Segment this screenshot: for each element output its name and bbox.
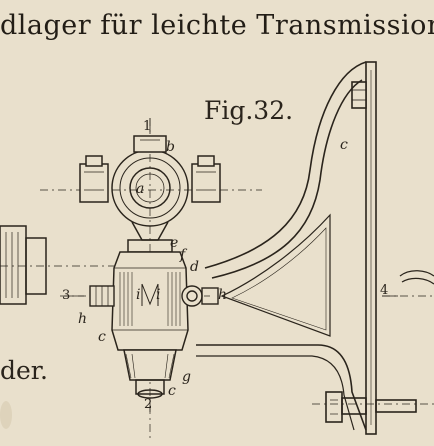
part-letter-d: d [190,259,199,275]
part-letter-i-left: i [136,287,141,303]
column-hatching [119,272,181,379]
section-mark-4: 4 [380,283,389,298]
left-coupling [0,225,47,305]
part-letter-a: a [136,181,145,197]
foot-step [135,379,165,395]
part-letter-c-bottom: c [168,383,176,399]
part-letter-h-left: h [78,311,88,327]
wall-plate [365,61,377,435]
wall-bracket [196,61,417,435]
inner-key [141,283,159,306]
right-lug [191,163,221,203]
section-mark-3: 3 [62,288,71,303]
bearing-column [111,239,189,399]
figure-label: Fig.32. [204,96,294,125]
part-letter-e: e [170,235,179,251]
part-letter-b: b [166,139,175,155]
column-base [123,349,177,381]
adjusting-screws [89,285,219,307]
bracket-web [220,213,331,337]
paper-stain [0,401,12,429]
part-letter-c-housing: c [98,329,106,345]
part-letter-c-bracket: c [340,137,348,153]
plate-title: dlager für leichte Transmissions [0,10,434,41]
side-caption-fragment: der. [0,356,48,385]
bracket-arm-inner [211,79,363,279]
left-lug [79,163,109,203]
part-letter-i-right: i [156,287,161,303]
bottom-bolt-head [325,391,343,423]
part-letter-f: f [180,247,186,263]
part-letter-h-right: h [218,287,228,303]
bearing-housing [79,135,221,241]
shaft-bore [129,167,171,209]
right-screw [181,285,203,307]
part-letter-g: g [182,369,191,385]
bracket-lower-arm [196,344,367,431]
column-body [111,251,189,351]
oil-cup [133,135,167,153]
bracket-arm-outer [204,61,367,269]
leader-lines [64,118,398,412]
section-mark-1: 1 [143,119,152,134]
right-cut-detail [399,270,434,285]
section-mark-2: 2 [144,397,153,412]
